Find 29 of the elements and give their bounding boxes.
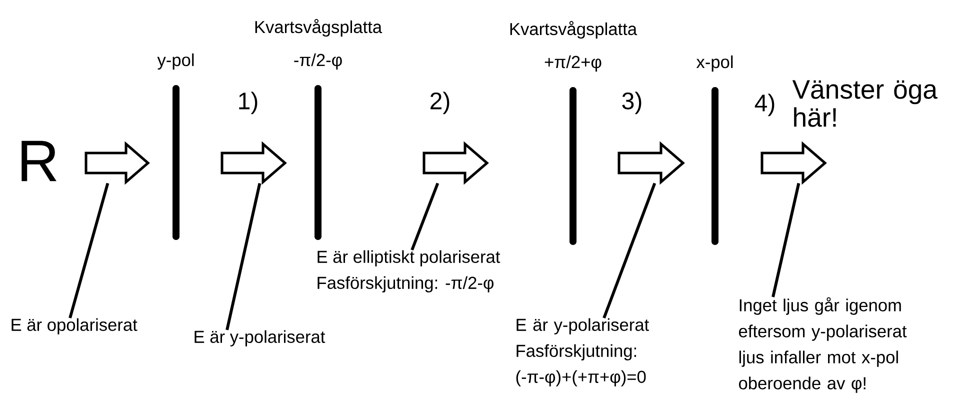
heading-text: Vänster öga här! (792, 80, 938, 127)
polarizer-bar: x-pol (696, 55, 733, 245)
note-text: E är y-polariserat (194, 330, 326, 346)
source-letter: R (22, 140, 56, 182)
node-label: x-pol (696, 55, 733, 72)
node-label: -π/2-φ (294, 53, 342, 70)
leader-line (772, 182, 800, 298)
node-label: +π/2+φ (544, 55, 602, 72)
note-text: Inget ljus går igenom eftersom y-polariserat ljus infaller mot x-pol oberoende av φ! (739, 297, 907, 393)
block-arrow (422, 141, 489, 185)
note-text: E är y-polariserat Fasförskjutning: (-π-φ)+(+π+φ)=0 (516, 318, 649, 386)
step-number: 1) (239, 92, 258, 114)
step-number: 2) (430, 92, 450, 114)
polarizer-bar: y-pol (157, 53, 194, 240)
note-text: E är opolariserat (12, 318, 138, 334)
block-arrow (618, 141, 685, 185)
block-arrow (220, 141, 287, 185)
step-number: 4) (754, 94, 774, 116)
leader-line (68, 182, 110, 318)
leader-line (226, 182, 262, 330)
node-label: y-pol (157, 53, 194, 70)
node-label: Kvartsvågsplatta (510, 21, 638, 39)
node-label: Kvartsvågsplatta (255, 19, 382, 37)
block-arrow (84, 141, 150, 185)
leader-line (602, 182, 656, 319)
block-arrow (760, 141, 827, 185)
note-text: E är elliptiskt polariserat Fasförskjutning: -π/2-φ (318, 250, 500, 292)
step-number: 3) (622, 92, 642, 114)
leader-line (410, 182, 440, 251)
